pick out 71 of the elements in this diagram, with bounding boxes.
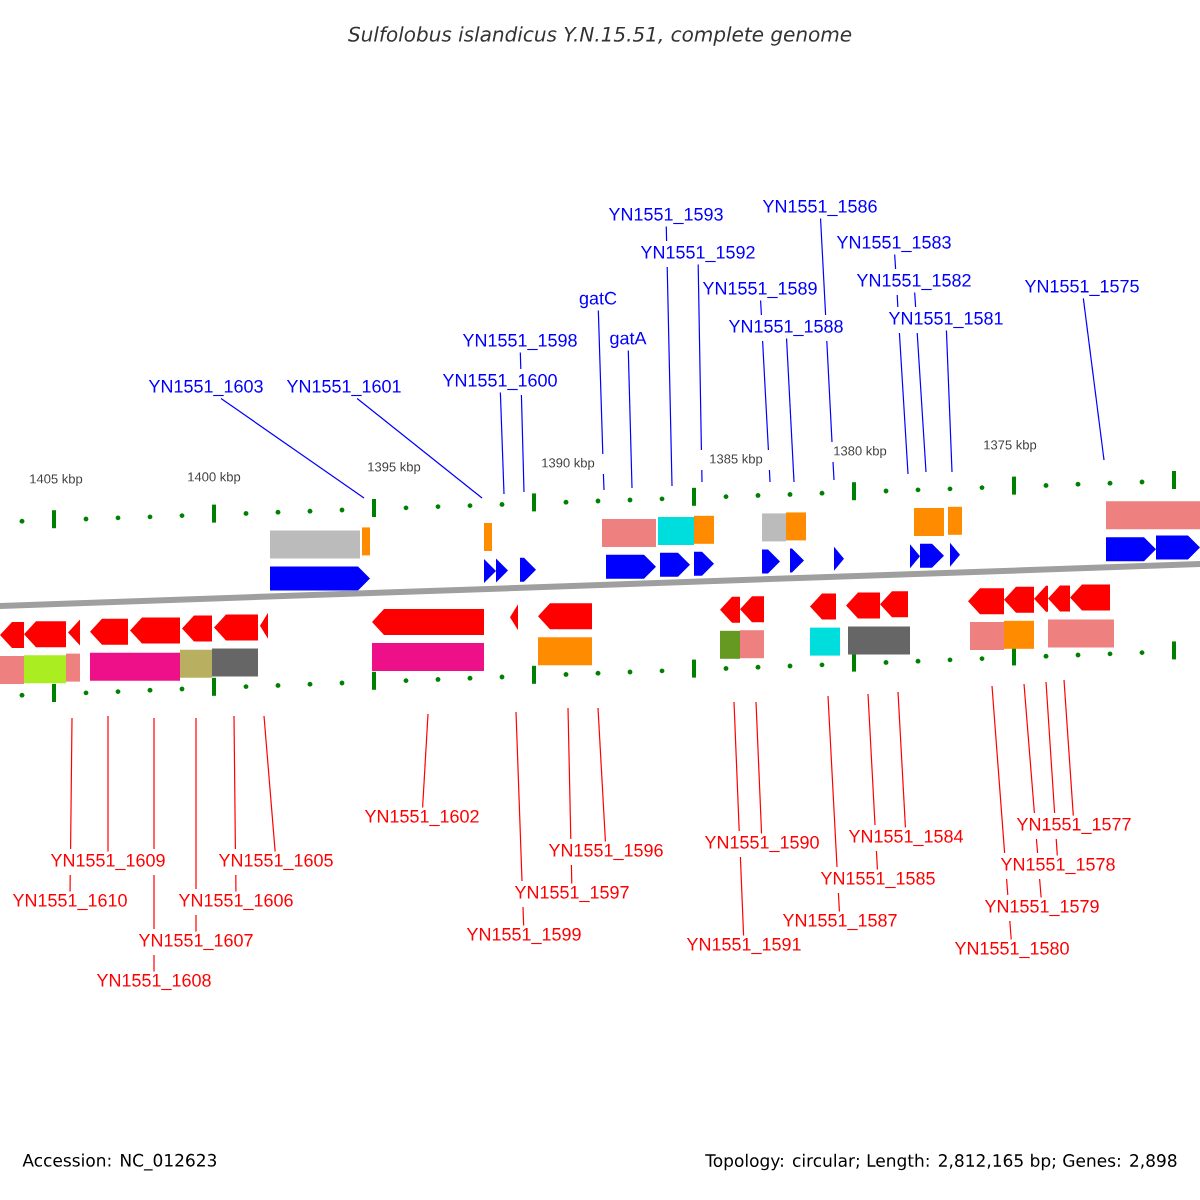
- gene-label: YN1551_1577: [1016, 818, 1131, 834]
- gene-label: YN1551_1600: [442, 373, 557, 391]
- leader-line: [515, 711, 525, 927]
- leader-line: [991, 685, 1012, 941]
- gene-label: YN1551_1609: [50, 853, 165, 871]
- gene-label: YN1551_1599: [466, 927, 581, 945]
- gene-label: gatC: [579, 291, 617, 309]
- gene-label: YN1551_1605: [218, 853, 333, 871]
- gene-label: YN1551_1580: [954, 941, 1069, 959]
- gene-label: YN1551_1591: [686, 937, 801, 955]
- gene-label: YN1551_1596: [548, 843, 663, 861]
- leader-line: [195, 717, 197, 933]
- leader-line: [945, 329, 953, 473]
- leader-line: [1023, 683, 1042, 899]
- leader-line: [499, 391, 505, 495]
- leader-line: [597, 707, 606, 843]
- title: Sulfolobus islandicus Y.N.15.51, complete genome: [348, 26, 852, 46]
- gene-label: YN1551_1585: [820, 871, 935, 889]
- gene-label: YN1551_1575: [1024, 280, 1139, 296]
- gene-label: YN1551_1597: [514, 885, 629, 903]
- leader-line: [69, 717, 73, 893]
- leader-line: [356, 397, 483, 499]
- gene-label: YN1551_1586: [762, 199, 877, 217]
- gene-label: YN1551_1602: [364, 809, 479, 827]
- gene-label: YN1551_1587: [782, 913, 897, 931]
- leader-line: [897, 691, 907, 829]
- leader-line: [263, 715, 276, 853]
- leader-line: [819, 217, 835, 481]
- gene-label: YN1551_1606: [178, 893, 293, 911]
- leader-line: [914, 291, 927, 473]
- gene-label: YN1551_1601: [286, 379, 401, 397]
- leader-line: [107, 715, 109, 853]
- gene-label: YN1551_1581: [888, 311, 1003, 329]
- gene-label: YN1551_1593: [608, 207, 723, 225]
- leader-line: [1082, 297, 1105, 461]
- leader-line: [894, 253, 909, 475]
- leader-line: [867, 693, 879, 871]
- leader-line: [697, 263, 703, 483]
- leader-line: [755, 701, 763, 835]
- leader-line: [422, 713, 429, 809]
- leader-line: [567, 707, 573, 885]
- gene-label: YN1551_1578: [1000, 857, 1115, 875]
- leader-line: [519, 351, 525, 493]
- leader-line: [733, 701, 745, 937]
- footer-text: Topology: circular; Length: 2,812,165 bp; Genes: 2,898: [705, 1153, 1177, 1171]
- leader-line: [760, 299, 771, 483]
- gene-label: YN1551_1607: [138, 933, 253, 951]
- gene-label: YN1551_1592: [640, 245, 755, 263]
- leader-line: [627, 349, 633, 489]
- leader-line: [665, 225, 673, 487]
- gene-label: YN1551_1584: [848, 829, 963, 847]
- leader-line: [827, 695, 841, 913]
- leader-line: [153, 717, 155, 973]
- gene-label: YN1551_1610: [12, 893, 127, 911]
- gene-label: YN1551_1598: [462, 333, 577, 351]
- gene-label: YN1551_1608: [96, 973, 211, 991]
- gene-label: gatA: [610, 331, 647, 349]
- footer-text: Accession: NC_012623: [22, 1153, 216, 1171]
- gene-label: YN1551_1583: [836, 235, 951, 253]
- gene-label: YN1551_1582: [856, 273, 971, 291]
- gene-label: YN1551_1590: [704, 835, 819, 853]
- leader-line: [597, 309, 605, 491]
- gene-label: YN1551_1588: [728, 319, 843, 337]
- leader-line: [220, 397, 365, 499]
- leader-line: [1045, 681, 1058, 857]
- leader-line: [233, 715, 237, 893]
- gene-label: YN1551_1589: [702, 281, 817, 299]
- leader-line: [1063, 679, 1074, 817]
- leader-line: [785, 337, 795, 483]
- gene-label: YN1551_1603: [148, 379, 263, 397]
- gene-label: YN1551_1579: [984, 899, 1099, 917]
